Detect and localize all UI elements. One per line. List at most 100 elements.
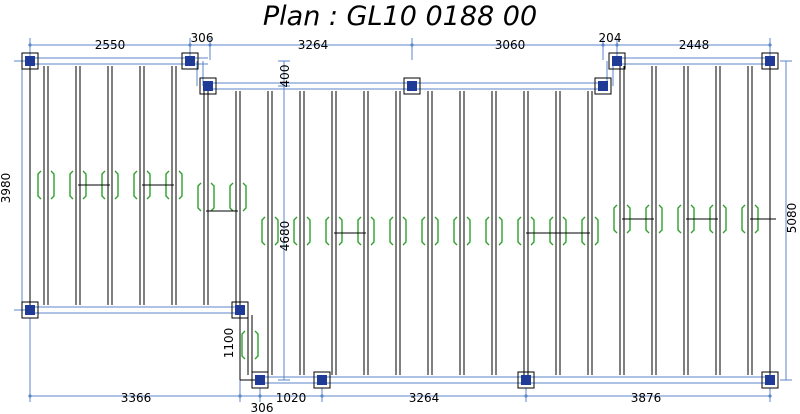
plan-title: Plan : GL10 0188 00 — [262, 1, 538, 32]
dim-node-top — [615, 43, 619, 47]
dim-node-bottom — [320, 394, 324, 398]
dim-node-top — [601, 43, 605, 47]
bracket-right — [466, 216, 471, 246]
dim-node-top — [188, 43, 192, 47]
dim-node-top — [28, 43, 32, 47]
post-outline — [608, 52, 626, 70]
dim-node-bottom — [238, 394, 242, 398]
post-outline — [761, 52, 779, 70]
bracket-right — [434, 216, 439, 246]
dim-top-1: 2550 — [95, 38, 126, 52]
dim-step-height: 1100 — [222, 328, 236, 359]
dim-top-5: 204 — [599, 31, 622, 45]
posts — [21, 52, 779, 389]
joists — [43, 66, 753, 375]
post-outline — [313, 371, 331, 389]
post-outline — [403, 77, 421, 95]
bracket-left — [677, 204, 682, 234]
bracket-right — [658, 204, 663, 234]
post-outline — [594, 77, 612, 95]
dim-bottom-4: 3264 — [409, 391, 440, 405]
post — [612, 56, 622, 66]
bracket-left — [517, 216, 522, 246]
dim-node-bottom — [524, 394, 528, 398]
bracket-left — [261, 216, 266, 246]
bracket-left — [549, 216, 554, 246]
post — [203, 81, 213, 91]
post — [765, 375, 775, 385]
bracket-right — [178, 170, 183, 200]
post-outline — [21, 301, 39, 319]
bracket-left — [37, 170, 42, 200]
bracket-left — [133, 170, 138, 200]
dim-right-height: 5080 — [785, 203, 799, 234]
post — [765, 56, 775, 66]
dim-node-top — [768, 43, 772, 47]
bracket-left — [241, 330, 246, 360]
dim-left-height: 3980 — [0, 173, 13, 204]
dim-node-top — [410, 43, 414, 47]
post — [317, 375, 327, 385]
bracket-left — [293, 216, 298, 246]
bracket-left — [453, 216, 458, 246]
joist-brackets — [37, 170, 776, 360]
post — [25, 305, 35, 315]
post-outline — [231, 301, 249, 319]
bracket-right — [498, 216, 503, 246]
bracket-left — [421, 216, 426, 246]
post — [521, 375, 531, 385]
post — [185, 56, 195, 66]
post — [235, 305, 245, 315]
dim-node-bottom — [768, 394, 772, 398]
bracket-right — [338, 216, 343, 246]
deck-frame — [29, 57, 771, 384]
post-outline — [181, 52, 199, 70]
dim-bottom-5: 3876 — [631, 391, 662, 405]
bracket-right — [242, 182, 247, 212]
bracket-left — [69, 170, 74, 200]
bracket-right — [210, 182, 215, 212]
post-outline — [761, 371, 779, 389]
dimension-lines — [14, 38, 792, 402]
dim-middle-height: 4680 — [278, 221, 292, 252]
dim-top-2: 306 — [191, 31, 214, 45]
dim-top-4: 3060 — [495, 38, 526, 52]
dim-node-bottom — [258, 394, 262, 398]
dim-top-3: 3264 — [298, 38, 329, 52]
post — [407, 81, 417, 91]
bracket-left — [389, 216, 394, 246]
dim-bottom-3: 1020 — [276, 391, 307, 405]
bracket-right — [114, 170, 119, 200]
dim-top-6: 2448 — [679, 38, 710, 52]
post-outline — [21, 52, 39, 70]
bracket-left — [485, 216, 490, 246]
post-outline — [517, 371, 535, 389]
dim-node-top — [208, 43, 212, 47]
bracket-right — [306, 216, 311, 246]
bracket-right — [594, 216, 599, 246]
bracket-left — [229, 182, 234, 212]
bracket-right — [274, 216, 279, 246]
post — [598, 81, 608, 91]
bracket-right — [254, 330, 259, 360]
bracket-right — [530, 216, 535, 246]
bracket-right — [722, 204, 727, 234]
bracket-left — [325, 216, 330, 246]
post-outline — [251, 371, 269, 389]
bracket-right — [402, 216, 407, 246]
bracket-left — [741, 204, 746, 234]
bracket-left — [197, 182, 202, 212]
post — [25, 56, 35, 66]
dim-bottom-2: 306 — [251, 401, 274, 414]
bracket-left — [613, 204, 618, 234]
dim-bottom-1: 3366 — [121, 391, 152, 405]
bracket-left — [357, 216, 362, 246]
dim-inner-height: 400 — [278, 65, 292, 88]
post — [255, 375, 265, 385]
bracket-right — [562, 216, 567, 246]
bracket-left — [581, 216, 586, 246]
bracket-right — [50, 170, 55, 200]
bracket-right — [370, 216, 375, 246]
post-outline — [199, 77, 217, 95]
